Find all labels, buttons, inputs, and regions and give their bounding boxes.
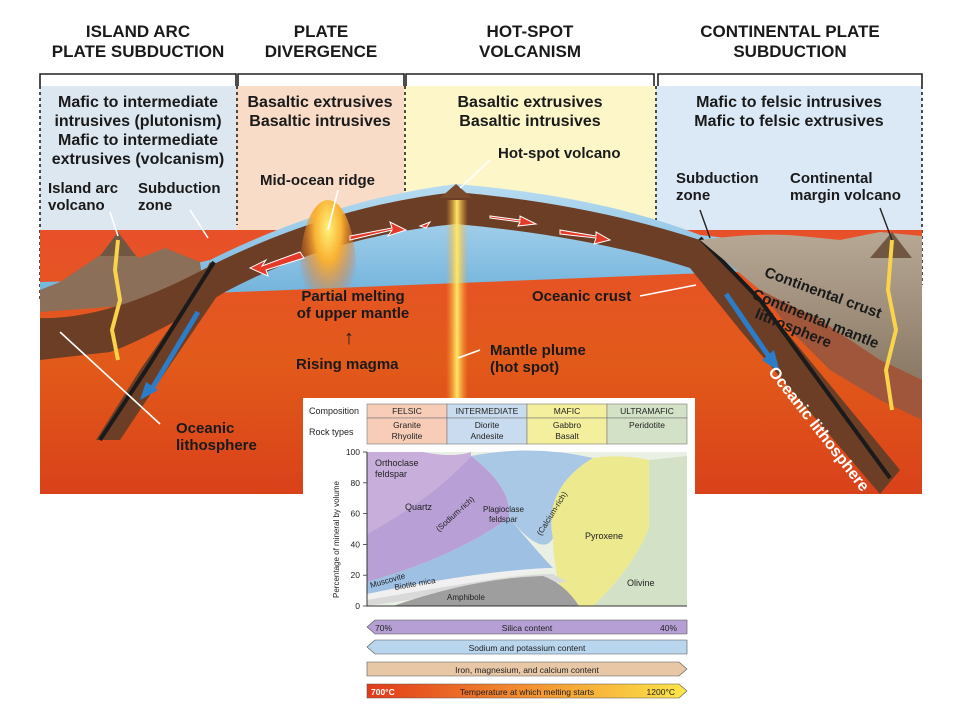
rock-type-andesite: Andesite <box>470 431 503 441</box>
iron-bar <box>366 661 688 677</box>
region-olivine <box>593 456 687 606</box>
label-mid-ocean-ridge: Mid-ocean ridge <box>260 172 376 189</box>
composition-table: Composition Rock types FELSIC GraniteRhyo… <box>309 403 688 445</box>
label-island-arc-volcano: Island arc volcano <box>48 180 119 214</box>
region-muscovite <box>367 568 553 600</box>
subduction-arrows <box>140 292 780 400</box>
label-hotspot-volcano: Hot-spot volcano <box>498 145 621 162</box>
divergence-arrows <box>248 215 612 277</box>
zone-text-divergence: Basaltic extrusives Basaltic intrusives <box>247 94 393 130</box>
table-rock-cell <box>526 417 608 445</box>
composition-intermediate: INTERMEDIATE <box>456 406 519 416</box>
temperature-right: 1200°C <box>647 687 675 697</box>
zone-text-hotspot: Basaltic extrusives Basaltic intrusives <box>457 94 603 130</box>
mineral-chart: 0 20 40 60 80 100 Percentage of mineral by vo… <box>332 447 687 611</box>
label-orthoclase-1: Orthoclase <box>375 458 419 468</box>
label-plagioclase-1: Plagioclase <box>483 505 524 514</box>
region-plagioclase-lower <box>367 518 553 594</box>
temperature-left: 700°C <box>371 687 395 697</box>
label-continental-margin-volcano: Continental margin volcano <box>790 170 901 204</box>
rock-type-gabbro: Gabbro <box>553 420 582 430</box>
label-oceanic-lithosphere-left: Oceanic lithosphere <box>176 420 257 454</box>
row-label-rock-types: Rock types <box>309 427 354 437</box>
mineral-composition-chart: Composition Rock types FELSIC GraniteRhyo… <box>303 398 695 710</box>
y-tick-label: 60 <box>351 509 361 519</box>
y-tick-label: 100 <box>346 447 360 457</box>
continental-crust-shape <box>700 232 922 380</box>
label-orthoclase-2: feldspar <box>375 469 407 479</box>
header-divergence: PLATE DIVERGENCE <box>264 22 378 61</box>
continental-lithosphere-shape <box>760 290 922 420</box>
header-island-arc: ISLAND ARC PLATE SUBDUCTION <box>51 22 225 61</box>
temperature-label: Temperature at which melting starts <box>460 687 594 697</box>
composition-felsic: FELSIC <box>392 406 422 416</box>
rock-type-basalt: Basalt <box>555 431 579 441</box>
silica-right: 40% <box>660 623 677 633</box>
leader-lines <box>59 159 697 425</box>
y-tick-label: 40 <box>351 539 361 549</box>
region-orthoclase <box>367 452 471 534</box>
label-partial-melting: Partial melting of upper mantle <box>296 288 410 322</box>
zone-text-continental: Mafic to felsic intrusives Mafic to fels… <box>694 94 884 130</box>
y-tick-label: 80 <box>351 478 361 488</box>
composition-mafic: MAFIC <box>554 406 580 416</box>
label-subduction-zone-right: Subduction zone <box>676 170 759 204</box>
leader-lines-dark <box>699 207 893 241</box>
sodium-label: Sodium and potassium content <box>469 643 586 653</box>
row-label-composition: Composition <box>309 406 359 416</box>
zone-text-island-arc: Mafic to intermediate intrusives (pluton… <box>51 94 225 168</box>
y-axis-label: Percentage of mineral by volume <box>332 481 341 599</box>
header-brackets <box>39 73 923 86</box>
header-continental: CONTINENTAL PLATE SUBDUCTION <box>700 22 880 61</box>
rock-type-granite: Granite <box>393 420 421 430</box>
header-hotspot: HOT-SPOT VOLCANISM <box>479 22 581 61</box>
left-slab-edge <box>98 260 216 442</box>
label-plagioclase-2: feldspar <box>489 515 518 524</box>
sodium-bar <box>366 639 688 655</box>
hotspot-volcano-cone <box>440 184 472 198</box>
composition-ultramafic: ULTRAMAFIC <box>620 406 674 416</box>
y-tick-label: 20 <box>351 570 361 580</box>
temperature-bar <box>366 683 688 699</box>
label-quartz: Quartz <box>405 502 433 512</box>
rock-type-rhyolite: Rhyolite <box>392 431 423 441</box>
label-amphibole: Amphibole <box>447 593 485 602</box>
table-rock-cell <box>606 417 688 445</box>
label-olivine: Olivine <box>627 578 655 588</box>
iron-label: Iron, magnesium, and calcium content <box>455 665 599 675</box>
region-pyroxene <box>551 456 649 606</box>
label-mantle-plume: Mantle plume (hot spot) <box>490 342 586 376</box>
region-amphibole <box>393 576 579 606</box>
ridge-glow <box>300 200 356 340</box>
island-arc-magma <box>109 239 123 361</box>
continental-magma <box>883 239 899 411</box>
rock-type-diorite: Diorite <box>475 420 500 430</box>
table-rock-cell <box>446 417 528 445</box>
label-pyroxene: Pyroxene <box>585 531 623 541</box>
label-oceanic-crust: Oceanic crust <box>532 288 632 305</box>
silica-label: Silica content <box>502 623 553 633</box>
region-quartz <box>367 456 510 582</box>
label-rising-magma: Rising magma <box>296 356 399 373</box>
region-plagioclase <box>471 450 593 545</box>
arrow-up-icon: ↑ <box>344 327 354 349</box>
property-bars: 70% Silica content 40% Sodium and potass… <box>366 619 688 699</box>
zone-dividers <box>39 86 923 300</box>
rock-type-peridotite: Peridotite <box>629 420 665 430</box>
silica-bar <box>366 619 688 635</box>
y-ticks: 0 20 40 60 80 100 <box>346 447 367 611</box>
y-tick-label: 0 <box>355 601 360 611</box>
silica-left: 70% <box>375 623 392 633</box>
right-slab-edge <box>698 236 892 480</box>
label-subduction-zone-left: Subduction zone <box>138 180 221 214</box>
